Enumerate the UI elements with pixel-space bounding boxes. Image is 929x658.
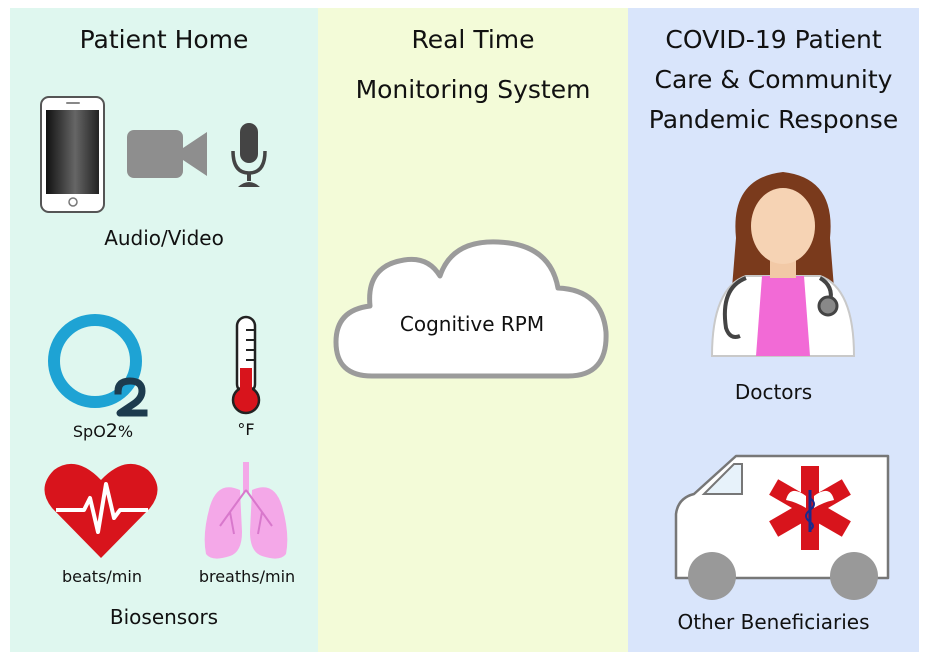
monitoring-title-line2: Monitoring System [355, 75, 591, 104]
oxygen-saturation-icon [48, 314, 148, 417]
care-title-line1: COVID-19 Patient [665, 25, 882, 54]
medical-cross-icon [769, 466, 851, 550]
ambulance-icon [674, 454, 890, 600]
video-camera-icon [127, 130, 207, 178]
breaths-per-minute-label: breaths/min [198, 567, 296, 586]
care-title-line3: Pandemic Response [648, 105, 899, 134]
cloud-icon [333, 239, 609, 379]
doctors-label: Doctors [734, 380, 813, 404]
thermometer-icon [231, 315, 261, 415]
cognitive-rpm-label: Cognitive RPM [399, 312, 545, 336]
beats-per-minute-label: beats/min [62, 567, 142, 586]
microphone-icon [231, 123, 267, 187]
care-title-line2: Care & Community [654, 65, 893, 94]
audio-video-label: Audio/Video [104, 226, 224, 250]
lungs-icon [204, 462, 288, 559]
doctor-icon [710, 172, 856, 357]
spo2-label: SpO2% [72, 420, 134, 442]
biosensors-label: Biosensors [109, 605, 219, 629]
patient-home-title: Patient Home [79, 25, 249, 54]
smartphone-icon [40, 96, 105, 213]
temperature-label: °F [237, 420, 255, 439]
monitoring-title-line1: Real Time [411, 25, 535, 54]
other-beneficiaries-label: Other Beneficiaries [677, 610, 870, 634]
heart-rate-icon [44, 463, 158, 558]
